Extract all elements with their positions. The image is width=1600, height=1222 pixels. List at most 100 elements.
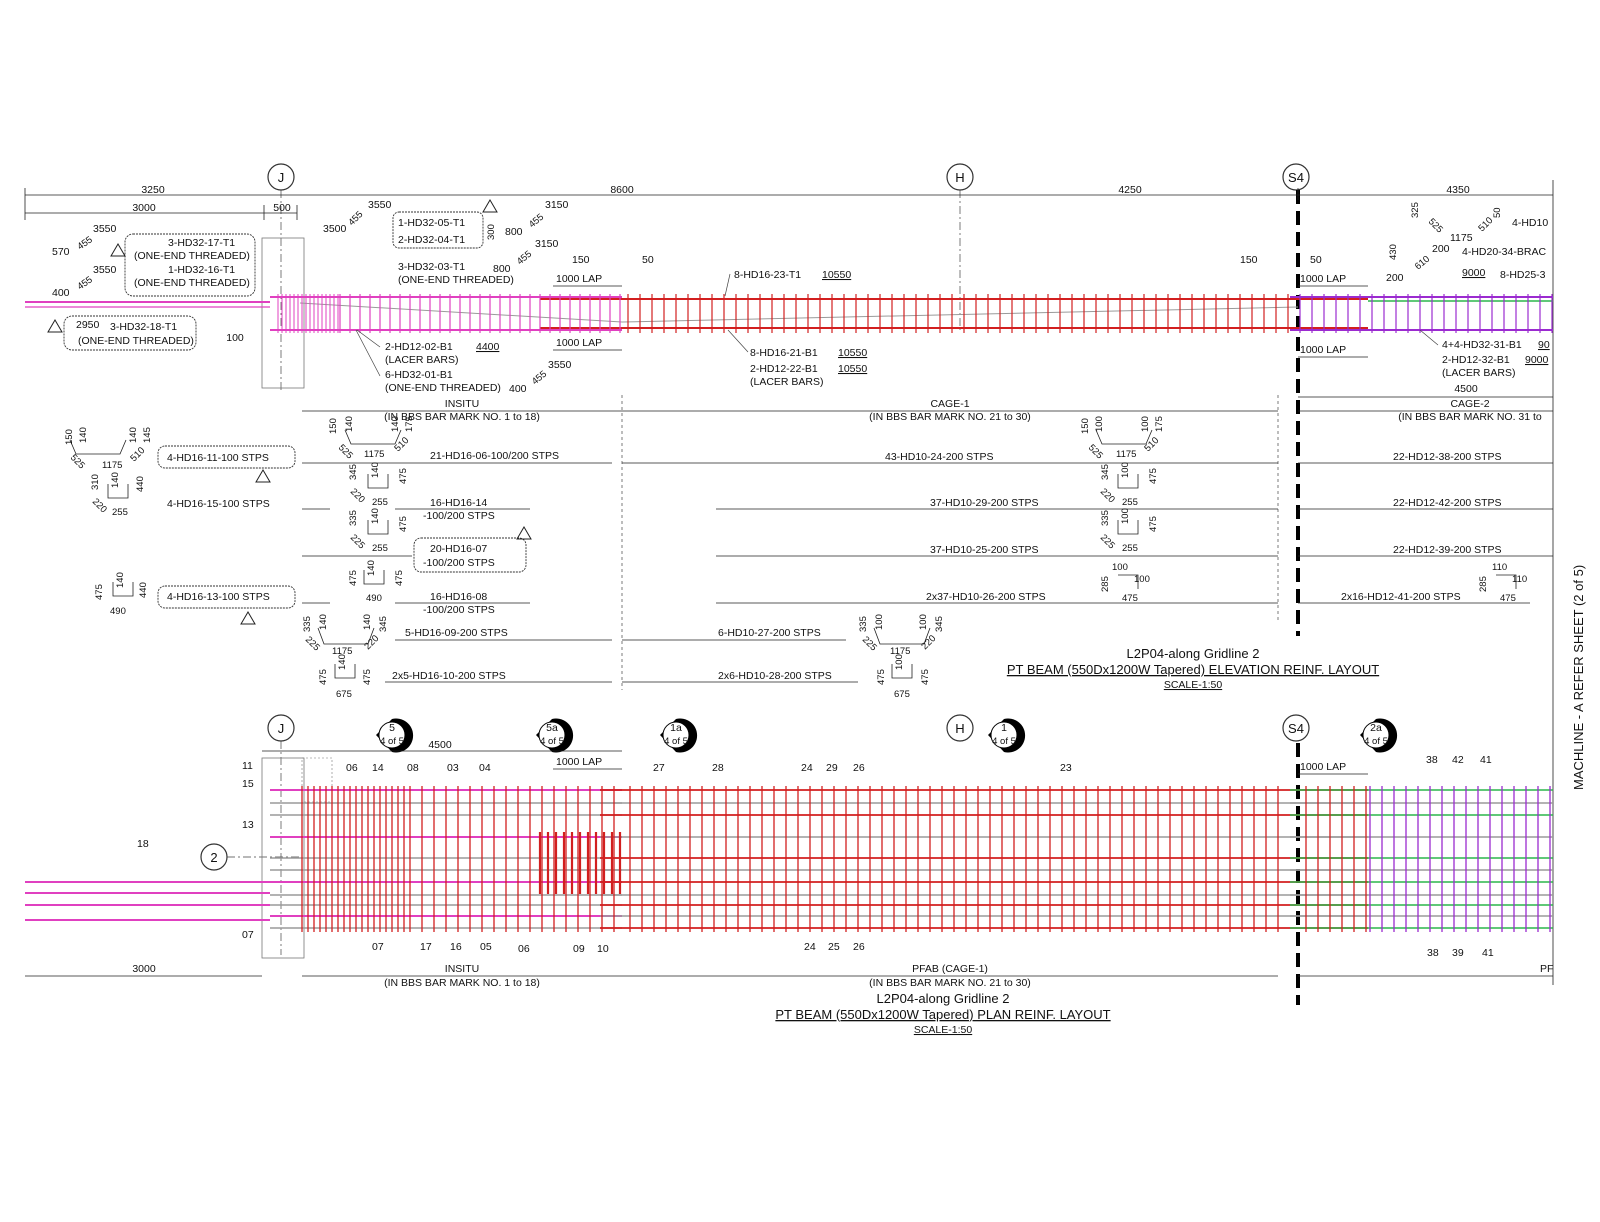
svg-text:1175: 1175 [1116,449,1136,460]
svg-text:16-HD16-14: 16-HD16-14 [430,497,487,509]
svg-text:13: 13 [242,819,254,831]
dim-50-c: 50 [1492,207,1503,218]
svg-text:140: 140 [370,462,381,478]
svg-text:100: 100 [874,614,885,630]
svg-text:16: 16 [450,941,462,953]
dim-3250: 3250 [141,184,165,196]
svg-text:5: 5 [389,722,395,734]
svg-text:26: 26 [853,762,865,774]
svg-text:140: 140 [370,508,381,524]
svg-text:100: 100 [894,654,905,670]
svg-text:-100/200 STPS: -100/200 STPS [423,557,495,569]
bar-label-hd12-02: 2-HD12-02-B1 [385,341,453,353]
zone-insitu: INSITU [445,398,479,410]
plan-beam [25,757,1553,959]
plan-lap-1000-b: 1000 LAP [1300,761,1346,773]
svg-text:1175: 1175 [890,646,910,657]
stirrup-shape-d: 310 140 440 220 255 [90,472,146,518]
svg-text:475: 475 [1122,593,1138,604]
svg-text:38: 38 [1426,754,1438,766]
bar-label-hd32-01-note: (ONE-END THREADED) [385,382,501,394]
svg-text:175: 175 [404,416,415,432]
dim-4250: 4250 [1118,184,1142,196]
dim-570: 570 [52,246,70,258]
svg-text:41: 41 [1480,754,1492,766]
plan-scale: SCALE-1:50 [914,1024,973,1036]
dim-3550-c: 3550 [368,199,392,211]
bar-label-hd16-21: 8-HD16-21-B1 [750,347,818,359]
svg-text:H: H [955,170,964,185]
plan-dim-3000: 3000 [132,963,156,975]
svg-text:4-HD16-13-100 STPS: 4-HD16-13-100 STPS [167,591,270,603]
stirrup-shape-m: 335 140 140 345 225 1175 220 [302,614,389,657]
dim-500: 500 [273,202,291,214]
svg-text:4-HD16-15-100 STPS: 4-HD16-15-100 STPS [167,498,270,510]
stirrup-row-1: 4-HD16-11-100 STPS 21-HD16-06-100/200 ST… [157,445,1553,469]
svg-text:2x5-HD16-10-200 STPS: 2x5-HD16-10-200 STPS [392,670,506,682]
bar-label-hd32-03: 3-HD32-03-T1 [398,261,465,273]
stirrup-shape-h: 335 100 475 225 255 [1098,508,1159,554]
bar-len-hd16-23: 10550 [822,269,851,281]
svg-text:05: 05 [480,941,492,953]
lap-1000-b: 1000 LAP [556,337,602,349]
dim-8600: 8600 [610,184,634,196]
svg-text:335: 335 [302,616,313,632]
zone-insitu-note: (IN BBS BAR MARK NO. 1 to 18) [384,411,540,423]
svg-text:150: 150 [1080,418,1091,434]
dim-100: 100 [226,332,244,344]
svg-text:22-HD12-38-200 STPS: 22-HD12-38-200 STPS [1393,451,1502,463]
lacer-bar [299,302,623,323]
svg-text:37-HD10-29-200 STPS: 37-HD10-29-200 STPS [930,497,1039,509]
section-marker-5: 5 4 of 5 [376,718,414,753]
stirrup-shape-o: 475 140 475 675 [318,654,373,700]
svg-text:S4: S4 [1288,721,1304,736]
svg-text:100: 100 [1134,574,1150,585]
bar-label-hd12-22-note: (LACER BARS) [750,376,824,388]
svg-text:150: 150 [64,429,75,445]
svg-text:310: 310 [90,474,101,490]
dim-455-f: 455 [530,369,549,388]
stirrup-shape-i: 475 140 440 490 [94,572,149,617]
svg-text:220: 220 [348,486,367,505]
svg-text:510: 510 [392,435,411,454]
svg-text:04: 04 [479,762,491,774]
zone-cage2: CAGE-2 [1450,398,1489,410]
dim-800-b: 800 [493,263,511,275]
elevation-dimension-line [24,188,1553,220]
bar-label-hd10: 4-HD10 [1512,217,1548,229]
zone-cage1-note: (IN BBS BAR MARK NO. 21 to 30) [869,411,1031,423]
elevation-subtitle: PT BEAM (550Dx1200W Tapered) ELEVATION R… [1007,662,1379,677]
svg-text:225: 225 [348,532,367,551]
dim-200-b: 200 [1386,272,1404,284]
svg-text:1-HD32-05-T1: 1-HD32-05-T1 [398,217,465,229]
svg-text:18: 18 [137,838,149,850]
svg-text:1175: 1175 [364,449,384,460]
svg-text:07: 07 [372,941,384,953]
stirrup-shape-n: 335 100 100 345 225 1175 220 [858,614,945,657]
dim-50-b: 50 [1310,254,1322,266]
bar-callout-hd32-18: 2950 3-HD32-18-T1 (ONE-END THREADED) [63,315,197,351]
section-marker-1a: 1a 4 of 5 [660,718,698,753]
svg-text:3-HD32-17-T1: 3-HD32-17-T1 [168,237,235,249]
svg-text:285: 285 [1100,576,1111,592]
svg-text:100: 100 [918,614,929,630]
svg-text:220: 220 [1098,486,1117,505]
bar-len-hd12-32: 9000 [1525,354,1549,366]
svg-text:255: 255 [112,507,128,518]
stirrup-shape-e: 345 140 475 220 255 [348,462,409,508]
bar-label-hd25-3: 8-HD25-3 [1500,269,1546,281]
svg-text:475: 475 [398,516,409,532]
svg-text:39: 39 [1452,947,1464,959]
svg-text:140: 140 [318,614,329,630]
bar-label-hd12-22: 2-HD12-22-B1 [750,363,818,375]
svg-text:475: 475 [318,669,329,685]
svg-text:2x37-HD10-26-200 STPS: 2x37-HD10-26-200 STPS [926,591,1046,603]
svg-text:110: 110 [1492,562,1507,573]
lap-1000-a: 1000 LAP [556,273,602,285]
svg-text:20-HD16-07: 20-HD16-07 [430,543,487,555]
dim-150-b: 150 [1240,254,1258,266]
dim-525: 525 [1426,216,1445,235]
svg-text:100: 100 [1120,508,1131,524]
stirrup-row-6: 2x5-HD16-10-200 STPS 2x6-HD10-28-200 STP… [385,670,858,683]
